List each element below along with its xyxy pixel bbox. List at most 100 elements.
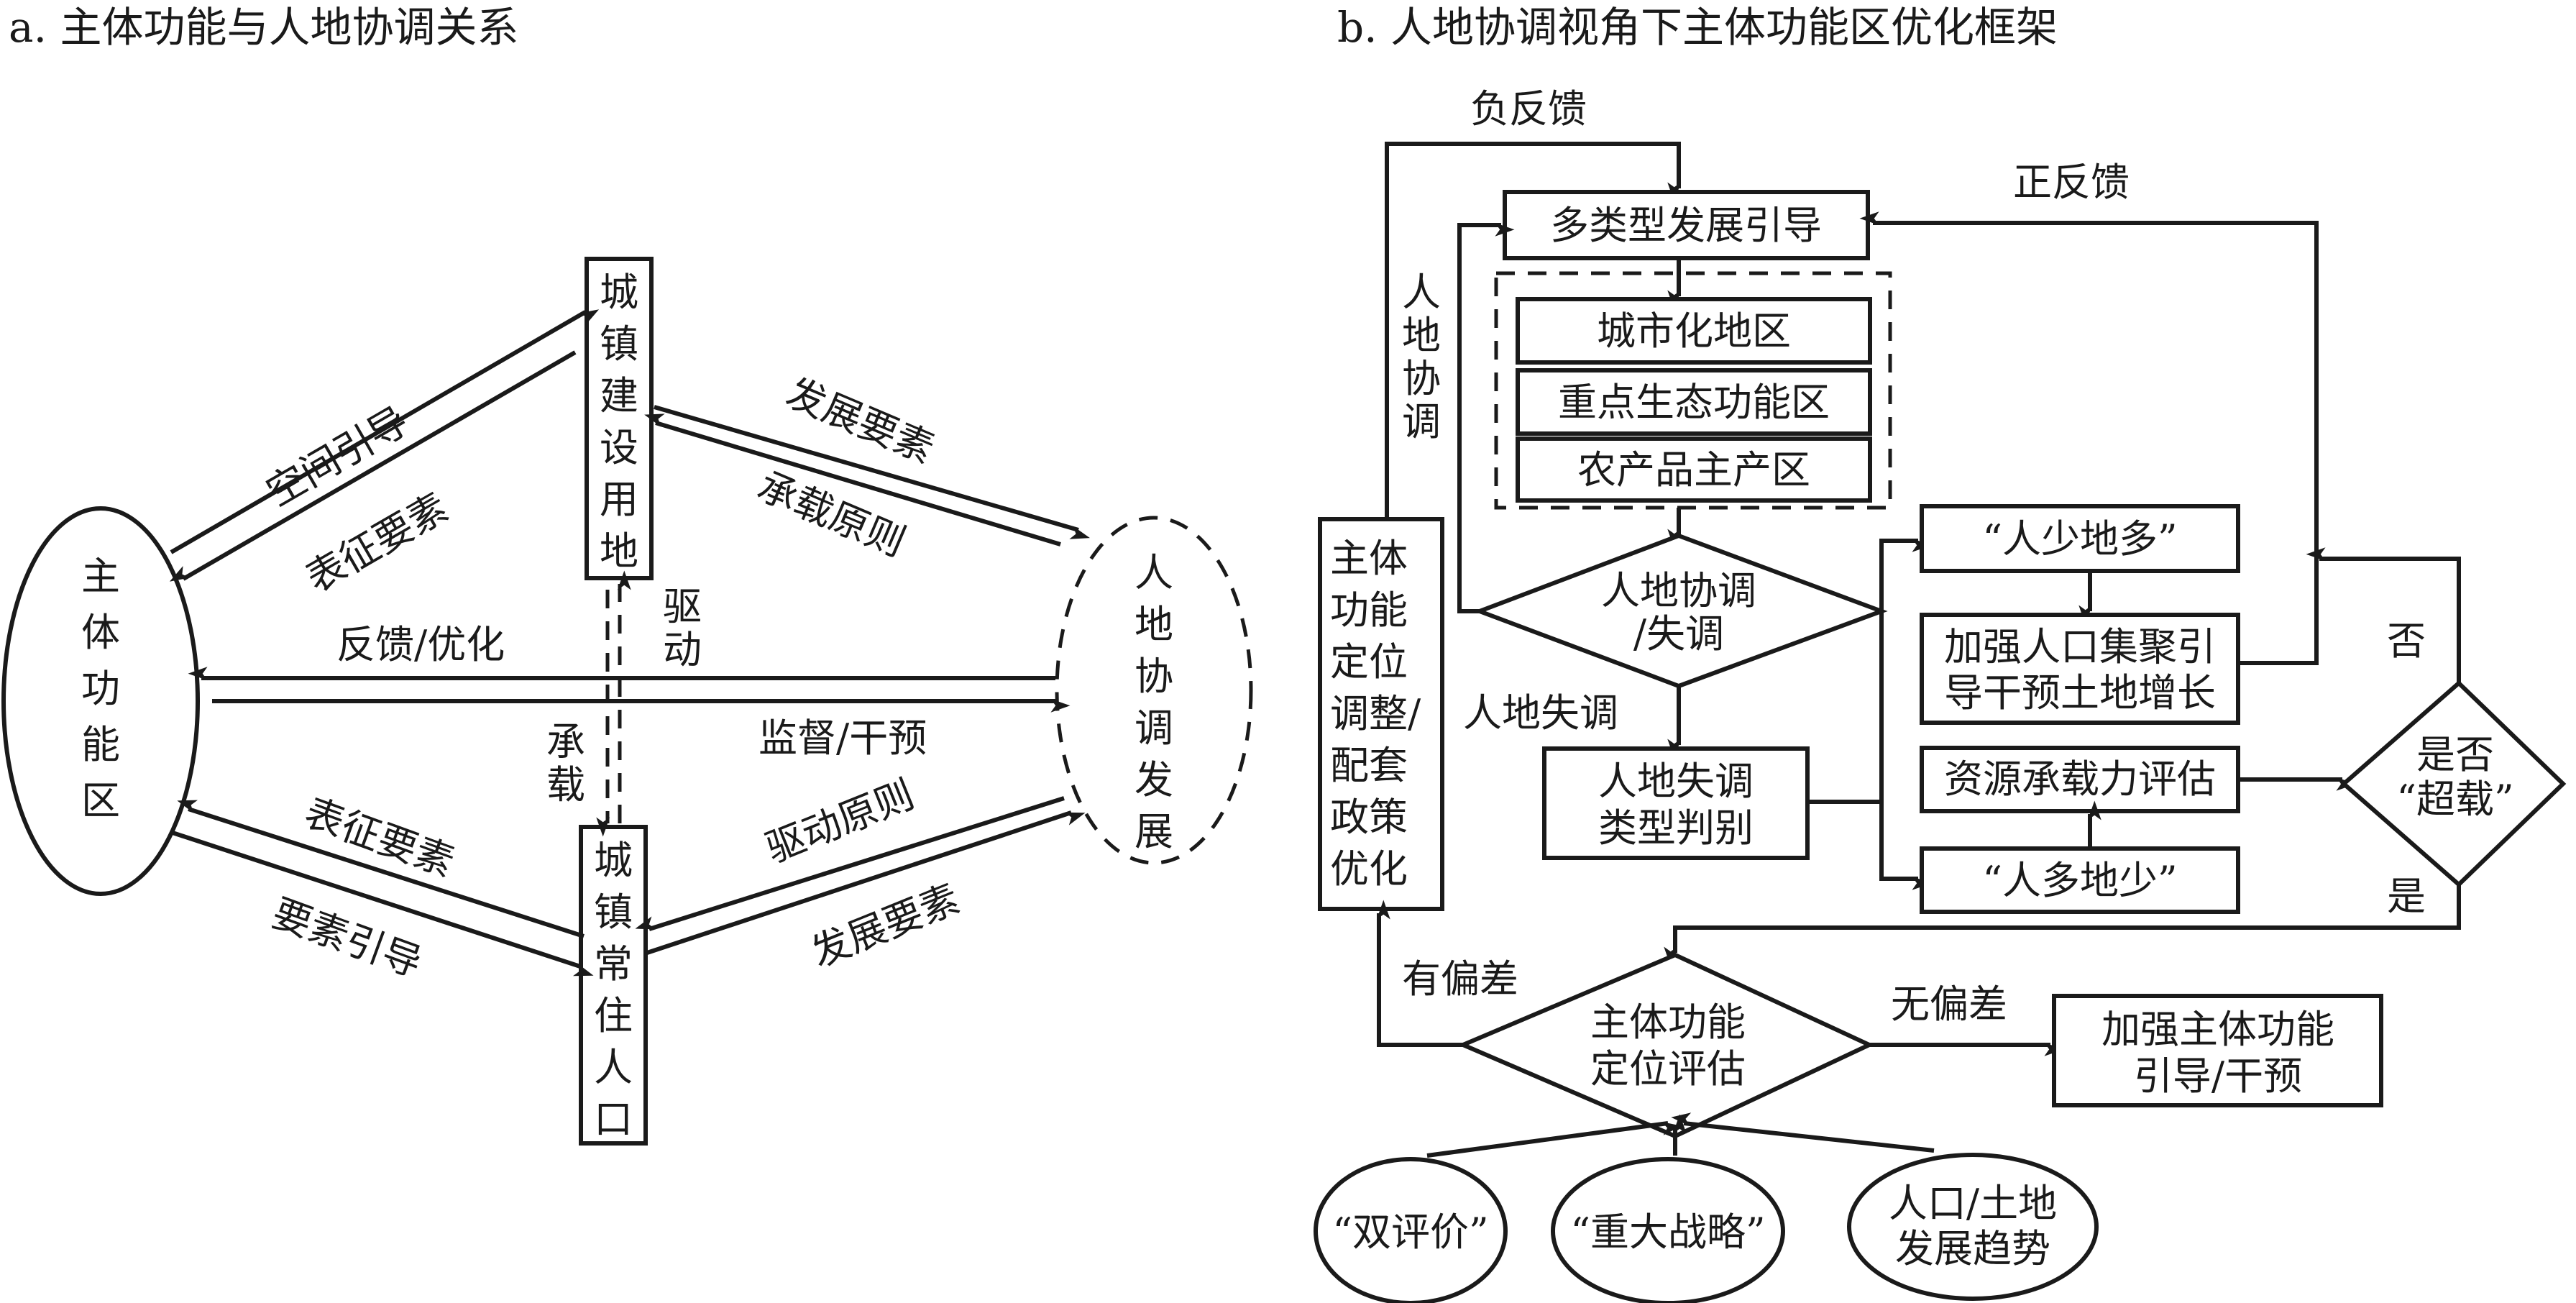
arrow-to-many-people [1879,802,1932,890]
arrow-dev-elem-top [654,405,1090,539]
arrow-bearing-principle [644,413,1061,547]
vertical-char: 口 [594,1097,633,1142]
adjust-label-line: 功能 [1330,588,1408,633]
arrow-dev-elem-bottom [646,810,1086,955]
label-drive-principle: 驱动原则 [759,772,920,872]
vertical-char: 体 [81,610,120,655]
label-yes: 是 [2387,874,2426,919]
major-strategy-ellipse [1551,1157,1785,1303]
adjust-label-line: 定位 [1330,639,1408,685]
major-strategy-label: “重大战略” [1570,1210,1765,1255]
position-eval-label-1: 主体功能 [1590,1000,1746,1045]
vertical-char: 常 [594,941,633,987]
arrow-has-bias [1376,900,1463,1047]
label-drive-1: 驱 [663,584,702,629]
node-urban-pop: 城镇常住人口 [579,825,648,1146]
strengthen-main-box [2052,994,2383,1107]
label-harmony-1: 人 [1402,270,1441,315]
node-harmony: 人地协调发展 [1055,516,1253,865]
arrow-trend [1671,1112,1935,1153]
trend-label-2: 发展趋势 [1895,1226,2050,1271]
zone-ecological-box [1516,368,1872,436]
arrow-to-few-people [1879,538,1932,611]
vertical-char: 用 [600,477,638,522]
many-people-label: “人多地少” [1982,858,2177,903]
vertical-char: 协 [1135,654,1173,699]
strengthen-pop-label-2: 导干预土地增长 [1944,670,2216,715]
vertical-char: 镇 [594,890,633,935]
adjust-label-line: 主体 [1330,536,1408,581]
label-no: 否 [2387,618,2426,664]
arrow-neg-feedback [1385,142,1682,519]
overload-label-1: 是否 [2416,732,2494,777]
imbalance-type-label-2: 类型判别 [1598,805,1754,851]
connector-branch [1807,611,1884,804]
main-zone-label: 主体功能区 [81,554,120,823]
urban-pop-box [579,825,648,1146]
vertical-char: 调 [1135,705,1173,751]
few-people-box [1920,504,2240,573]
main-zone-ellipse [1,506,200,896]
urban-pop-label: 城镇常住人口 [594,838,633,1142]
label-pos-feedback: 正反馈 [2013,160,2130,205]
vertical-char: 建 [600,373,638,419]
harmony-ellipse [1055,516,1253,865]
vertical-char: 能 [81,722,120,767]
label-no-bias: 无偏差 [1891,982,2007,1027]
arrow-double-eval [1426,1121,1682,1158]
strengthen-main-label-1: 加强主体功能 [2101,1007,2334,1052]
urban-land-label: 城镇建设用地 [600,270,638,574]
multi-guide-label: 多类型发展引导 [1550,203,1822,248]
node-urban-land: 城镇建设用地 [585,257,654,580]
strengthen-pop-label-1: 加强人口集聚引 [1944,624,2216,669]
zone-agricultural-box [1516,436,1872,503]
adjust-label-line: 配套 [1330,743,1408,788]
arrow-overload-yes [1664,884,2461,966]
imbalance-type-label-1: 人地失调 [1598,759,1754,804]
vertical-char: 主 [81,554,120,599]
imbalance-type-box [1542,746,1810,860]
label-bear-2: 载 [546,762,585,808]
trend-label-1: 人口/土地 [1889,1181,2057,1226]
zone-types-container [1494,271,1892,510]
adjust-label-line: 调整/ [1330,691,1421,736]
zone-agricultural-label: 农产品主产区 [1577,447,1810,493]
vertical-char: 住 [594,993,633,1038]
label-bear-1: 承 [546,719,585,764]
panel-b: b. 人地协调视角下主体功能区优化框架 负反馈 多类型发展引导 正反馈 人 地 … [1314,3,2567,1303]
label-dev-elem-top: 发展要素 [780,370,940,472]
position-eval-diamond [1457,952,1875,1139]
panel-a: a. 主体功能与人地协调关系 主体功能区 城镇建设用地 城镇常住人口 人地协调发… [1,3,1253,1146]
label-harmony-2: 地 [1402,313,1441,358]
label-elem-guide: 要素引导 [267,890,428,986]
trend-ellipse [1847,1153,2099,1301]
arrow-repr-elem-top [169,350,577,582]
decision-harmony-label-1: 人地协调 [1601,568,1756,613]
arrow-pos-feedback [1859,211,2319,665]
label-imbalance: 人地失调 [1463,690,1618,736]
zone-ecological-label: 重点生态功能区 [1558,380,1830,425]
arrow-drive-principle [635,796,1065,931]
strengthen-pop-box [1920,613,2240,725]
arrow-elem-guide [172,831,594,977]
label-has-bias: 有偏差 [1402,956,1518,1002]
vertical-char: 地 [600,529,638,574]
adjust-label-line: 优化 [1330,846,1408,892]
arrow-harmony [1457,222,1515,613]
label-feedback: 反馈/优化 [336,622,505,667]
label-harmony-3: 协 [1402,356,1441,401]
vertical-char: 设 [600,425,638,470]
label-harmony-4: 调 [1402,399,1441,444]
zone-urbanized-label: 城市化地区 [1597,308,1791,354]
resource-eval-label: 资源承载力评估 [1944,756,2216,802]
label-bearing-principle: 承载原则 [751,463,912,565]
arrow-repr-elem-bottom [177,800,585,938]
node-main-zone: 主体功能区 [1,506,200,896]
label-neg-feedback: 负反馈 [1470,86,1587,132]
strengthen-main-label-2: 引导/干预 [2134,1053,2302,1099]
multi-guide-box [1503,190,1870,260]
few-people-label: “人少地多” [1982,516,2177,562]
vertical-char: 镇 [600,321,638,367]
